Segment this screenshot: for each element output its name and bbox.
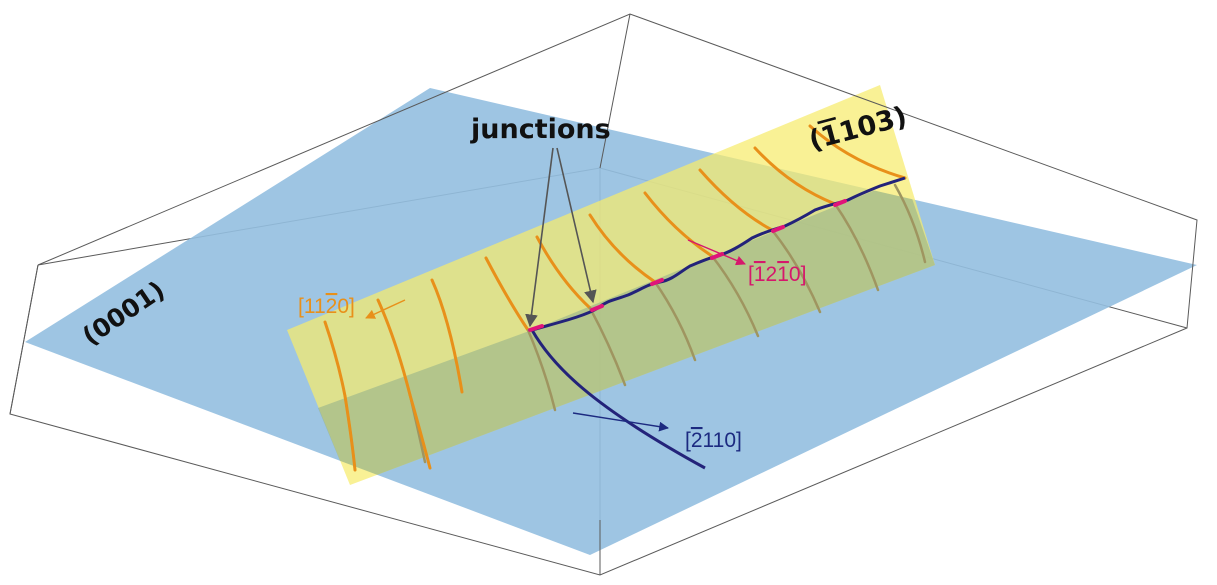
direction-label-blue: [2110] bbox=[685, 429, 742, 452]
orange-direction-arrow bbox=[365, 299, 406, 319]
direction-label-magenta: [1210] bbox=[748, 263, 806, 286]
junctions-label: junctions bbox=[470, 114, 611, 145]
direction-label-orange: [1120] bbox=[298, 295, 355, 318]
box-front-edges bbox=[9, 13, 1198, 576]
blue-direction-arrow bbox=[572, 412, 669, 432]
plane-overlap-region bbox=[318, 178, 935, 485]
junction-arrows bbox=[525, 147, 597, 328]
orange-lower-lines bbox=[343, 393, 432, 472]
orange-dislocation-lines bbox=[323, 124, 907, 398]
junction-marks bbox=[528, 199, 847, 332]
magenta-direction-arrow bbox=[687, 239, 746, 266]
dislocation-line-tail bbox=[530, 329, 706, 470]
